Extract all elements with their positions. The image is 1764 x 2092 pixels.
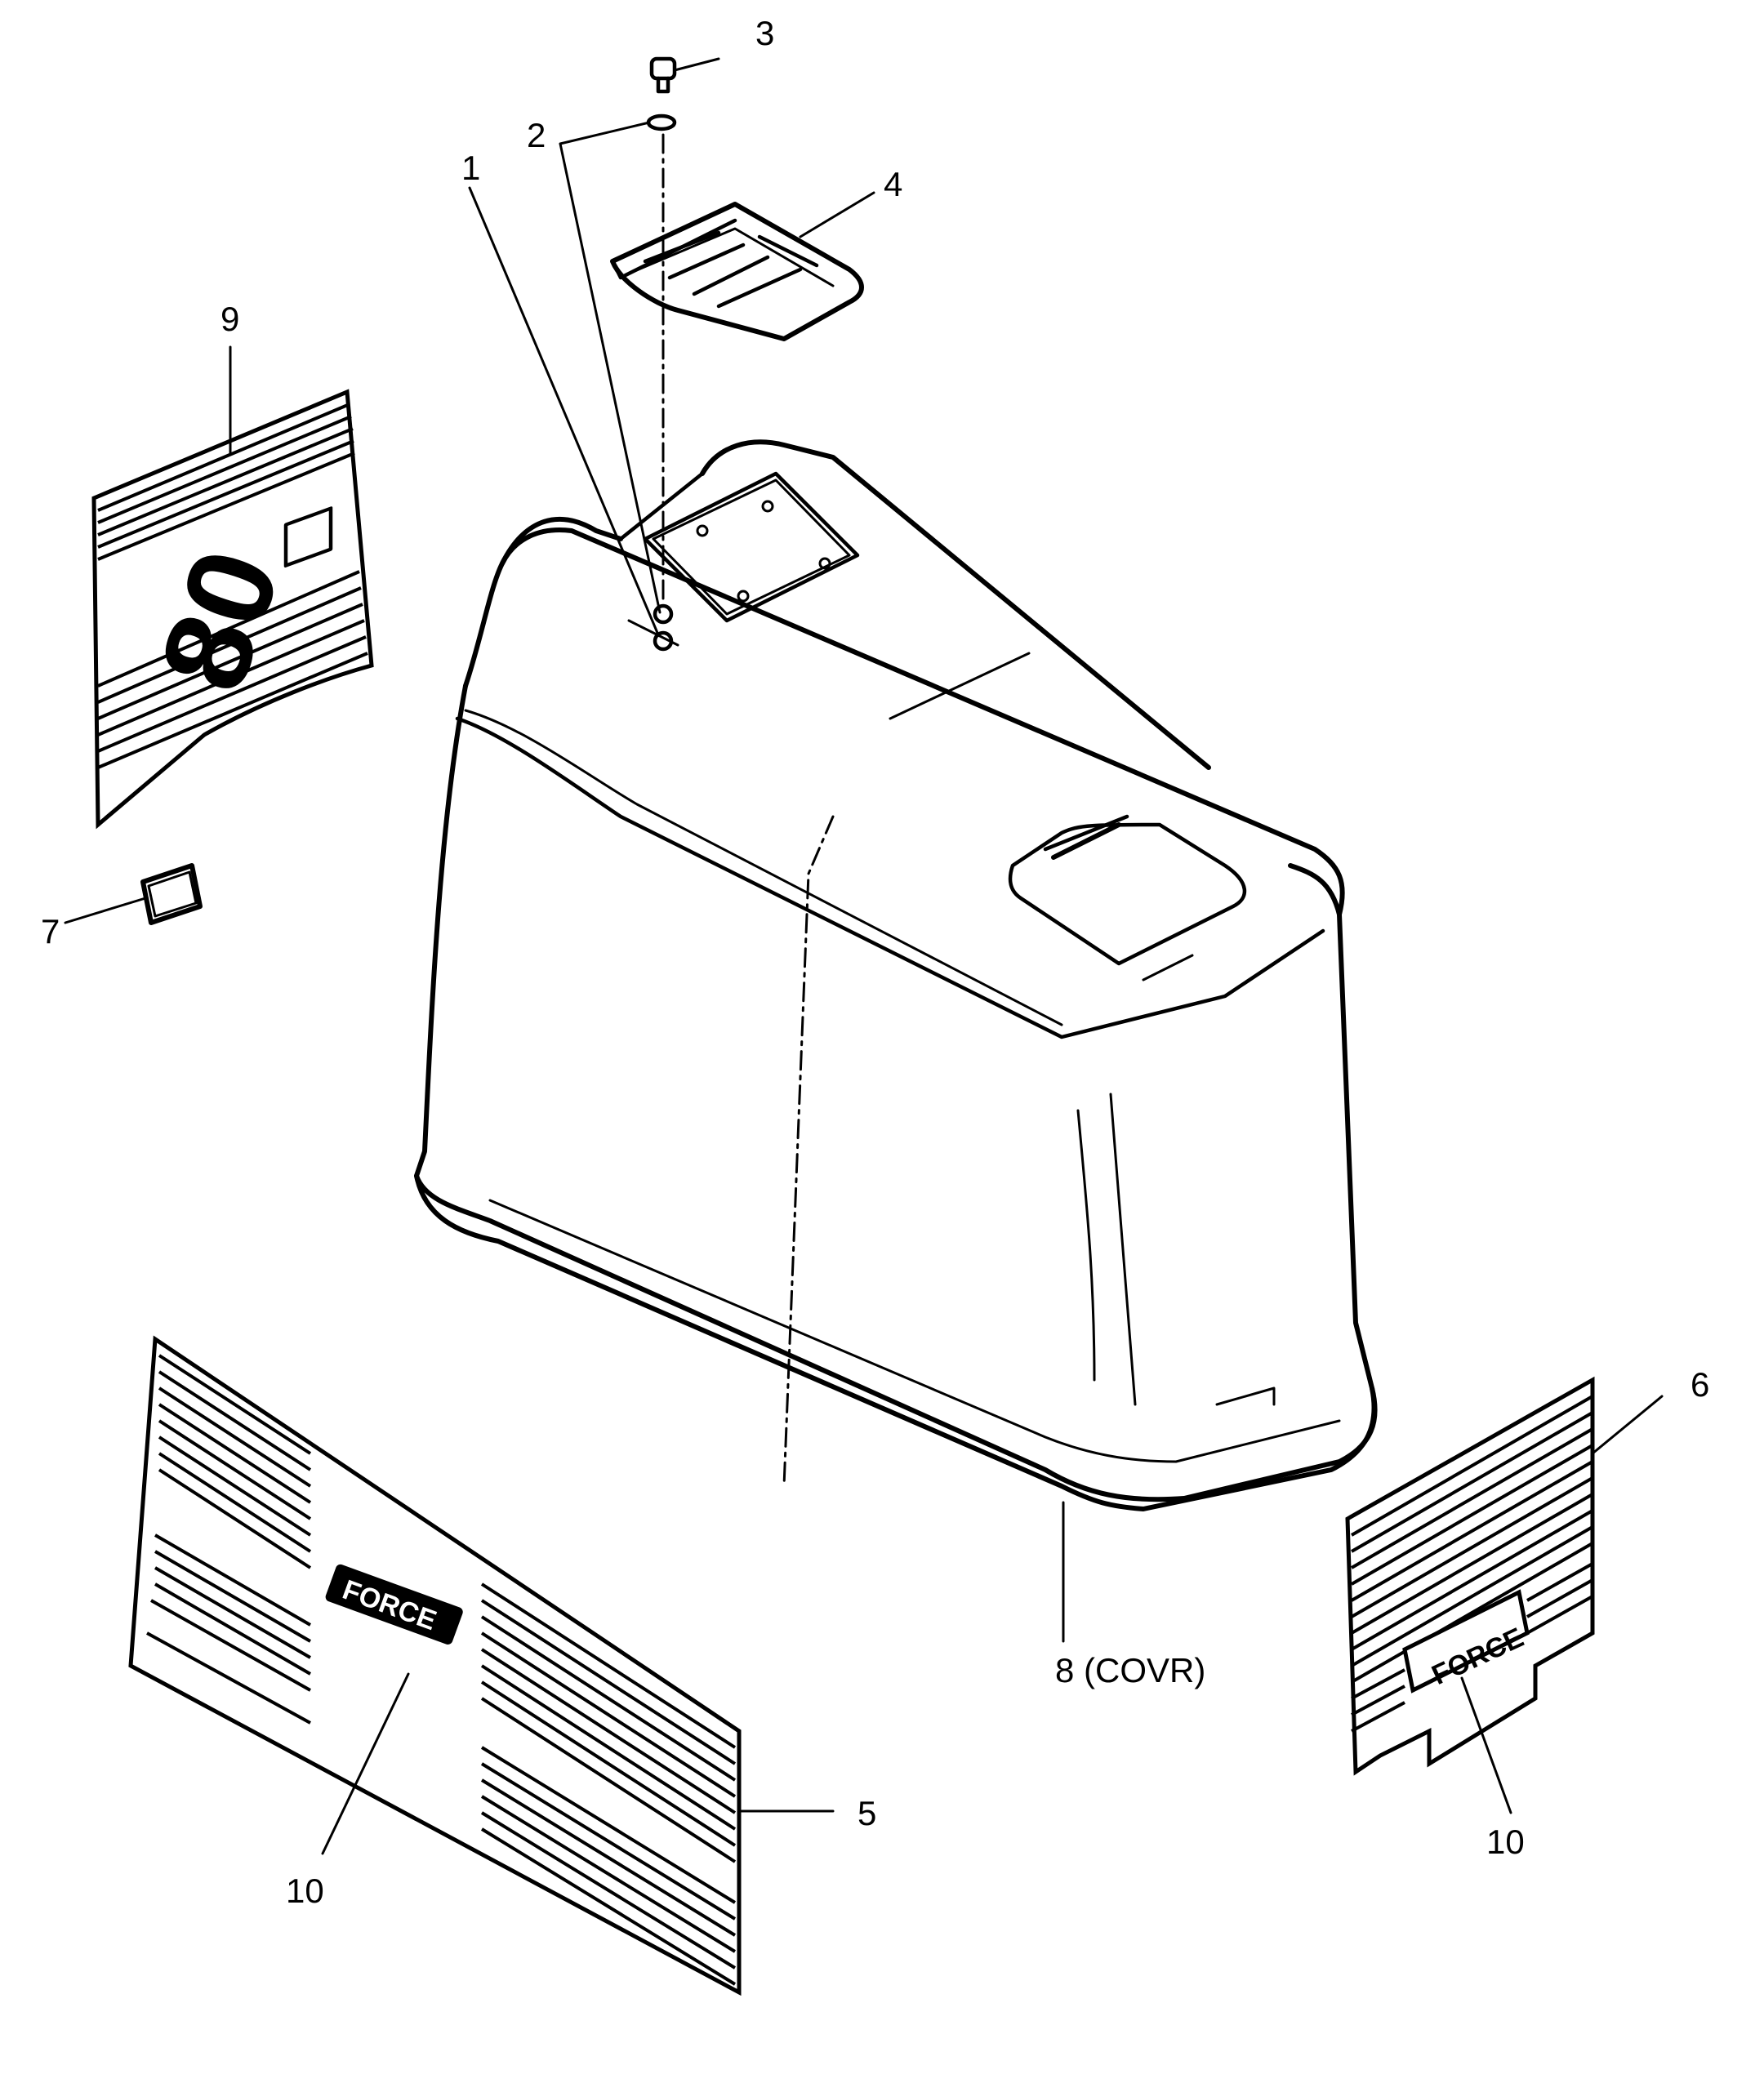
callout-10-side: 10 bbox=[286, 1872, 324, 1910]
callout-2: 2 bbox=[527, 116, 546, 154]
callout-7: 7 bbox=[41, 912, 60, 950]
callout-8: 8 (COVR) bbox=[1055, 1651, 1205, 1689]
callout-3: 3 bbox=[755, 14, 774, 52]
callout-10-rear: 10 bbox=[1486, 1823, 1525, 1861]
callout-9: 9 bbox=[220, 300, 239, 338]
rear-decal: FORCE bbox=[1345, 1376, 1595, 1776]
callout-1: 1 bbox=[461, 149, 480, 187]
callout-5: 5 bbox=[858, 1794, 876, 1832]
side-decal-stripes-left bbox=[146, 1354, 312, 1725]
leader-lines bbox=[64, 57, 1664, 1855]
decal-80: 80 bbox=[91, 389, 374, 830]
callout-4: 4 bbox=[884, 165, 902, 203]
air-intake-cover bbox=[610, 202, 864, 341]
callout-labels: 1 2 3 4 9 7 8 (COVR) 6 5 10 10 bbox=[41, 14, 1709, 1910]
fastener-stack bbox=[646, 56, 677, 652]
engine-cover bbox=[414, 439, 1378, 1511]
side-decal-stripes-right bbox=[480, 1582, 737, 1986]
callout-6: 6 bbox=[1690, 1365, 1709, 1404]
small-plate bbox=[140, 863, 203, 925]
side-decal: FORCE bbox=[128, 1335, 742, 1996]
